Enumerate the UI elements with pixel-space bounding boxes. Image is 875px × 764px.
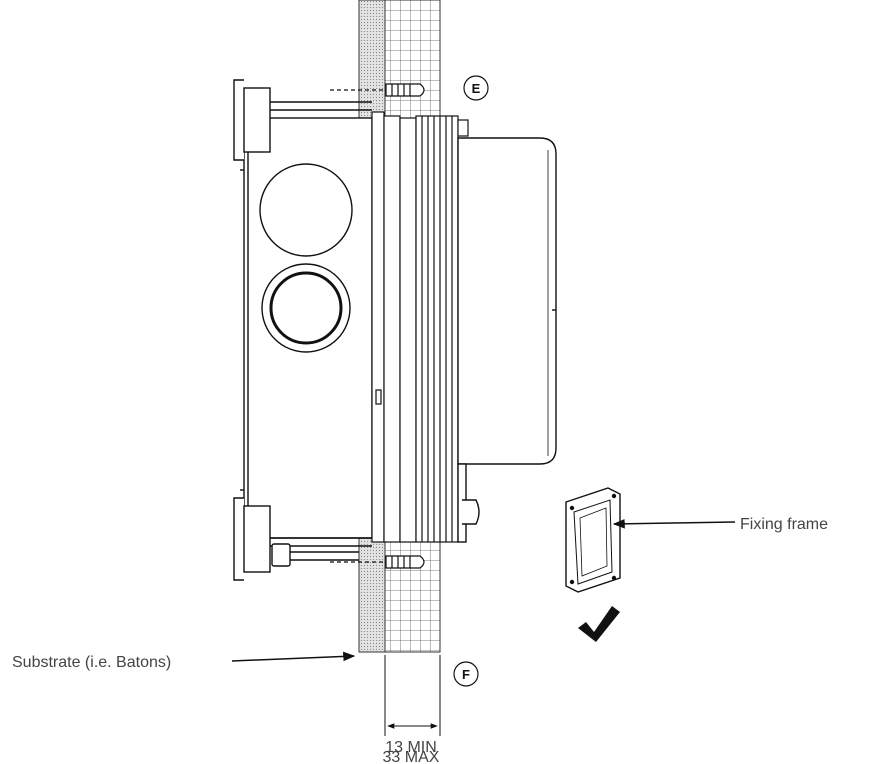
callout-f-label: F xyxy=(462,667,470,682)
thickness-dimension xyxy=(384,655,441,736)
fixing-frame-stack xyxy=(371,111,469,543)
checkmark-icon xyxy=(578,606,620,642)
screw-bottom xyxy=(330,555,425,569)
back-box xyxy=(233,79,373,581)
dimension-max: 33 MAX xyxy=(383,749,440,764)
screw-top xyxy=(330,83,425,97)
fixing-frame-thumbnail xyxy=(565,487,621,593)
fixing-frame-label: Fixing frame xyxy=(740,516,828,533)
callout-f: F xyxy=(453,661,479,687)
cable-knockouts xyxy=(259,163,353,353)
knockout-bottom-outer xyxy=(261,263,351,353)
knockout-bottom-inner xyxy=(269,271,343,345)
dimension-min: 13 MIN xyxy=(385,739,437,756)
callout-e-label: E xyxy=(472,81,481,96)
substrate-arrow xyxy=(231,651,356,662)
callout-e: E xyxy=(463,75,489,101)
fixing-frame-arrow xyxy=(612,519,736,529)
front-cover xyxy=(457,137,557,543)
substrate-label: Substrate (i.e. Batons) xyxy=(12,654,171,671)
knockout-top xyxy=(259,163,353,257)
